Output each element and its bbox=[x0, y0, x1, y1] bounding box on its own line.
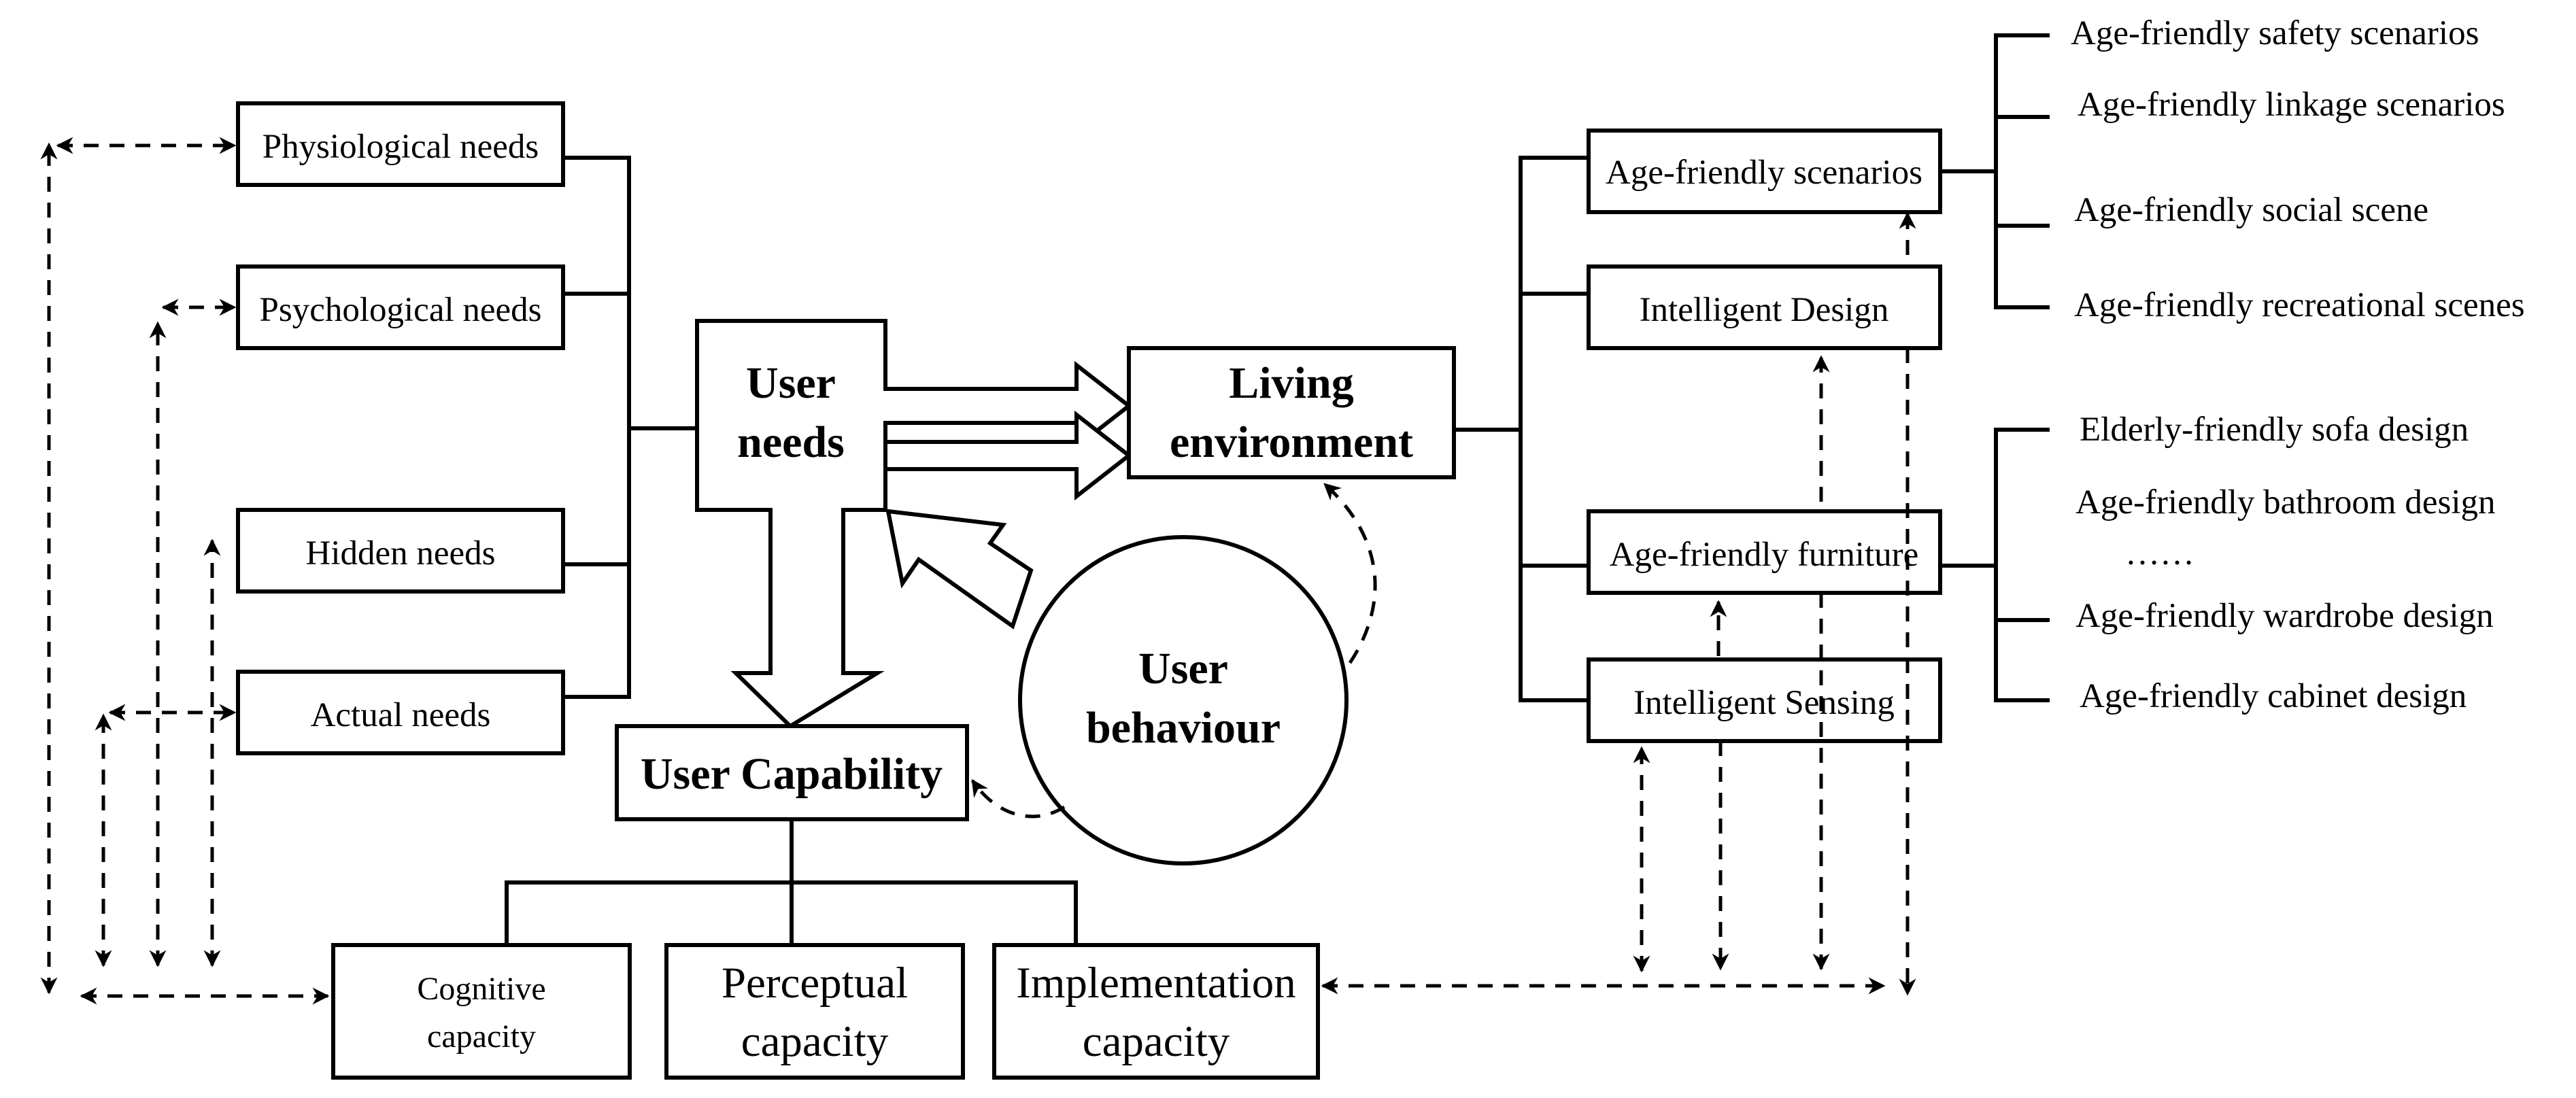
implementation-capacity-label-2: capacity bbox=[1083, 1017, 1230, 1066]
living-environment-label-2: environment bbox=[1170, 417, 1413, 467]
furniture-bracket bbox=[1940, 428, 2050, 702]
scenario-bracket bbox=[1940, 33, 2050, 309]
age-friendly-scenarios-label: Age-friendly scenarios bbox=[1606, 154, 1922, 192]
behaviour-to-needs-arrow bbox=[885, 509, 1034, 630]
environment-bracket bbox=[1454, 156, 1589, 702]
age-friendly-furniture-label: Age-friendly furniture bbox=[1610, 536, 1919, 574]
furniture-item: Age-friendly bathroom design bbox=[2075, 483, 2496, 521]
actual-needs-node: Actual needs bbox=[236, 670, 565, 755]
user-behaviour-label-2: behaviour bbox=[1086, 703, 1281, 753]
needs-bracket bbox=[563, 156, 697, 699]
user-capability-label: User Capability bbox=[641, 749, 943, 799]
intelligent-design-node: Intelligent Design bbox=[1587, 264, 1942, 350]
implementation-capacity-label-1: Implementation bbox=[1016, 959, 1296, 1008]
furniture-item: Age-friendly wardrobe design bbox=[2075, 597, 2494, 635]
age-friendly-scenarios-node: Age-friendly scenarios bbox=[1587, 128, 1942, 214]
actual-needs-label: Actual needs bbox=[311, 696, 491, 734]
perceptual-capacity-label-1: Perceptual bbox=[722, 959, 908, 1008]
scenario-list: Age-friendly safety scenarios Age-friend… bbox=[2071, 14, 2525, 324]
age-friendly-furniture-node: Age-friendly furniture bbox=[1587, 509, 1942, 595]
hidden-needs-node: Hidden needs bbox=[236, 508, 565, 594]
user-capability-node: User Capability bbox=[615, 724, 969, 821]
behaviour-to-capability-arrow bbox=[970, 778, 1066, 819]
behaviour-to-environment-arrow bbox=[1323, 483, 1377, 664]
user-behaviour-label-1: User bbox=[1138, 644, 1228, 693]
implementation-capacity-node: Implementation capacity bbox=[992, 943, 1320, 1080]
user-needs-label-1: User bbox=[746, 358, 836, 408]
furniture-item: Age-friendly cabinet design bbox=[2080, 677, 2467, 715]
living-environment-node: Living environment bbox=[1127, 346, 1456, 479]
user-behaviour-node: User behaviour bbox=[1018, 535, 1349, 865]
furniture-list: Elderly-friendly sofa design Age-friendl… bbox=[2075, 411, 2496, 715]
psychological-needs-node: Psychological needs bbox=[236, 264, 565, 350]
user-needs-node: User needs bbox=[695, 319, 1132, 729]
left-dashed-connectors bbox=[40, 137, 330, 1005]
intelligent-design-label: Intelligent Design bbox=[1640, 291, 1889, 329]
scenario-item: Age-friendly linkage scenarios bbox=[2078, 86, 2505, 124]
intelligent-sensing-label: Intelligent Sensing bbox=[1633, 684, 1895, 722]
cognitive-capacity-node: Cognitive capacity bbox=[331, 943, 632, 1080]
right-dashed-connectors bbox=[1321, 211, 1916, 996]
furniture-item: Elderly-friendly sofa design bbox=[2080, 411, 2469, 449]
scenario-item: Age-friendly recreational scenes bbox=[2074, 286, 2525, 324]
hidden-needs-label: Hidden needs bbox=[305, 534, 495, 572]
psychological-needs-label: Psychological needs bbox=[260, 291, 542, 329]
perceptual-capacity-node: Perceptual capacity bbox=[664, 943, 965, 1080]
perceptual-capacity-label-2: capacity bbox=[741, 1017, 889, 1066]
cognitive-capacity-label-1: Cognitive bbox=[417, 971, 545, 1007]
capability-tree bbox=[505, 819, 1078, 945]
furniture-item: …… bbox=[2125, 534, 2194, 572]
user-needs-label-2: needs bbox=[737, 417, 845, 467]
intelligent-sensing-node: Intelligent Sensing bbox=[1587, 657, 1942, 743]
physiological-needs-label: Physiological needs bbox=[262, 128, 539, 166]
scenario-item: Age-friendly safety scenarios bbox=[2071, 14, 2479, 52]
physiological-needs-node: Physiological needs bbox=[236, 101, 565, 187]
living-environment-label-1: Living bbox=[1229, 358, 1353, 408]
scenario-item: Age-friendly social scene bbox=[2074, 191, 2428, 229]
cognitive-capacity-label-2: capacity bbox=[427, 1018, 536, 1054]
